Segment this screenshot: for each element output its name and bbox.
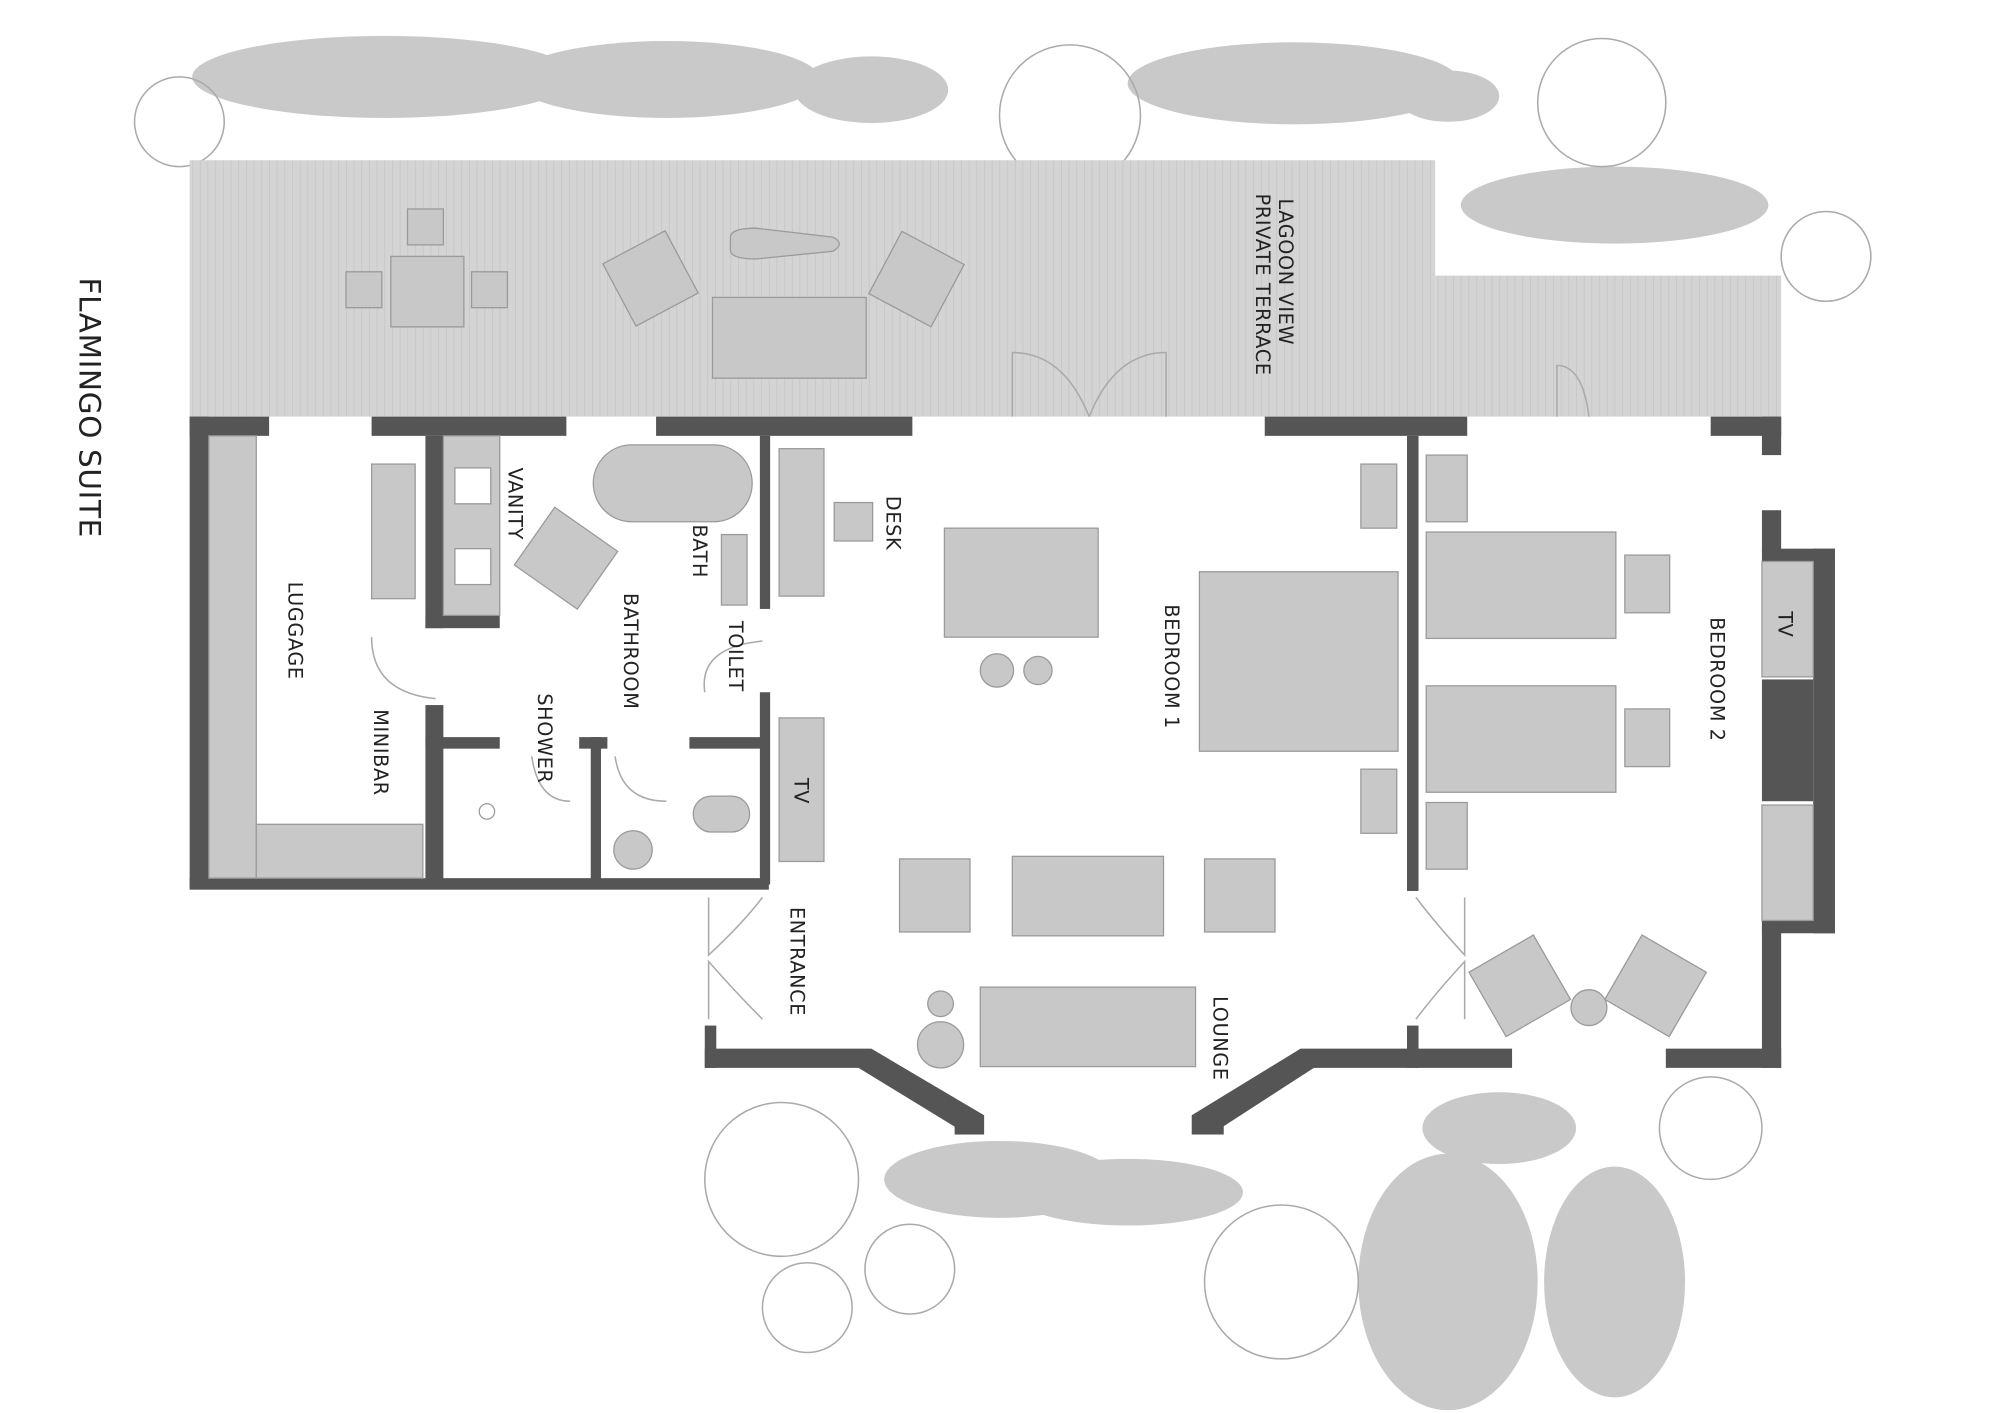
shower-label: SHOWER bbox=[533, 693, 556, 783]
toilet-label: TOILET bbox=[724, 620, 747, 692]
tv-label-bedroom1: TV bbox=[789, 777, 812, 804]
bedroom1-label: BEDROOM 1 bbox=[1160, 604, 1183, 728]
furniture bbox=[208, 435, 1814, 1069]
bath-label: BATH bbox=[688, 524, 711, 578]
vanity-label: VANITY bbox=[504, 468, 527, 540]
entrance-label: ENTRANCE bbox=[786, 907, 809, 1016]
vegetation bbox=[133, 35, 1872, 1411]
tv-label-bedroom2: TV bbox=[1774, 610, 1797, 637]
bathroom-label: BATHROOM bbox=[619, 593, 642, 709]
labels: FLAMINGO SUITE LAGOON VIEW PRIVATE TERRA… bbox=[72, 194, 1796, 1081]
terrace-label-line1: LAGOON VIEW bbox=[1274, 198, 1297, 345]
desk-label: DESK bbox=[882, 496, 905, 550]
terrace-label-line2: PRIVATE TERRACE bbox=[1251, 194, 1274, 376]
minibar-label: MINIBAR bbox=[369, 709, 392, 795]
terrace-deck bbox=[189, 160, 1782, 417]
luggage-label: LUGGAGE bbox=[283, 582, 306, 680]
suite-title: FLAMINGO SUITE bbox=[72, 277, 106, 537]
walls bbox=[189, 416, 1835, 1135]
lounge-label: LOUNGE bbox=[1208, 996, 1231, 1081]
bedroom2-label: BEDROOM 2 bbox=[1706, 617, 1729, 741]
